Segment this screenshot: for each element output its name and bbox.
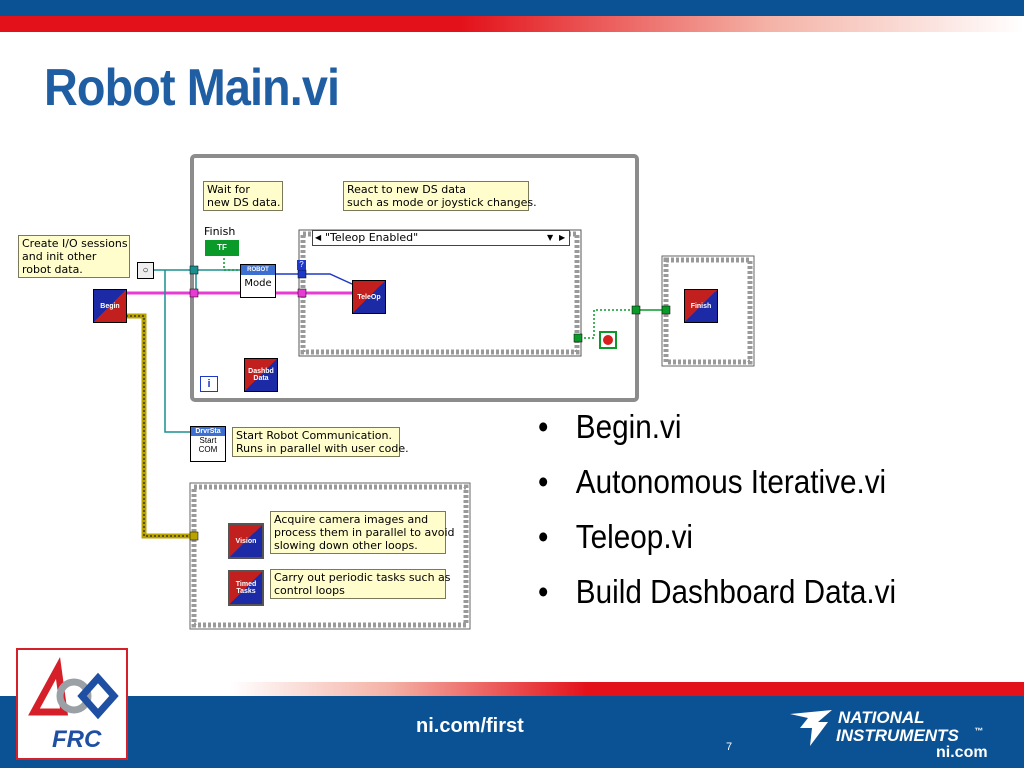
slide-title: Robot Main.vi: [44, 59, 340, 117]
case-selector[interactable]: ◀ "Teleop Enabled" ▼ ▶: [312, 230, 570, 246]
case-next-icon[interactable]: ▶: [559, 233, 566, 242]
selector-terminal: ?: [297, 260, 306, 270]
frc-logo-text: FRC: [52, 726, 102, 753]
ni-logo-tm: ™: [974, 726, 983, 736]
teleop-vi-icon[interactable]: TeleOp: [352, 280, 386, 314]
block-diagram: Create I/O sessions and init other robot…: [0, 150, 780, 640]
bullet-begin: Begin.vi: [538, 408, 896, 463]
ref-constant-icon: ○: [137, 262, 154, 279]
start-com-vi-icon[interactable]: DrvrSta Start COM: [190, 426, 226, 462]
header-red-band: [0, 16, 1024, 32]
finish-label: Finish: [204, 225, 236, 238]
case-prev-icon[interactable]: ◀: [315, 233, 322, 242]
bullet-dashboard: Build Dashboard Data.vi: [538, 573, 896, 628]
drvrsta-label: DrvrSta: [191, 427, 225, 436]
finish-vi-icon[interactable]: Finish: [684, 289, 718, 323]
page-number: 7: [726, 741, 733, 753]
iteration-terminal: i: [200, 376, 218, 392]
header-blue-band: [0, 0, 1024, 16]
ni-logo: NATIONAL INSTRUMENTS ™ ni.com: [788, 706, 1018, 764]
note-timed: Carry out periodic tasks such as control…: [270, 569, 451, 599]
case-dropdown-icon[interactable]: ▼: [547, 233, 554, 242]
begin-vi-icon[interactable]: Begin: [93, 289, 127, 323]
com-label: COM: [198, 445, 218, 454]
bullet-teleop: Teleop.vi: [538, 518, 896, 573]
ni-logo-line1: NATIONAL: [838, 708, 925, 727]
note-vision: Acquire camera images and process them i…: [270, 511, 455, 554]
frc-logo: FRC: [16, 648, 128, 760]
ni-logo-url: ni.com: [936, 744, 988, 761]
ni-logo-line2: INSTRUMENTS: [836, 726, 959, 745]
footer-blue-band: [0, 696, 1024, 768]
robot-label: ROBOT: [241, 265, 275, 275]
frc-logo-mark-icon: [28, 656, 119, 720]
footer-url: ni.com/first: [416, 715, 524, 737]
robot-unbundle: ROBOT Mode: [240, 264, 276, 298]
timed-tasks-vi-icon[interactable]: Timed Tasks: [228, 570, 264, 606]
start-label: Start: [199, 436, 217, 445]
dashboard-data-vi-icon[interactable]: Dashbd Data: [244, 358, 278, 392]
ni-eagle-icon: [790, 710, 832, 746]
footer-red-band: [230, 682, 1024, 696]
vision-vi-icon[interactable]: Vision: [228, 523, 264, 559]
note-wait-ds: Wait for new DS data.: [203, 181, 283, 211]
note-react-ds: React to new DS data such as mode or joy…: [343, 181, 537, 211]
bullet-autonomous: Autonomous Iterative.vi: [538, 463, 896, 518]
case-selector-value: "Teleop Enabled": [325, 231, 419, 244]
finish-boolean-constant: TF: [205, 240, 239, 256]
note-create-io: Create I/O sessions and init other robot…: [18, 235, 130, 278]
bullet-list: Begin.vi Autonomous Iterative.vi Teleop.…: [538, 408, 896, 628]
mode-label: Mode: [244, 278, 272, 289]
note-start-comm: Start Robot Communication. Runs in paral…: [232, 427, 409, 457]
